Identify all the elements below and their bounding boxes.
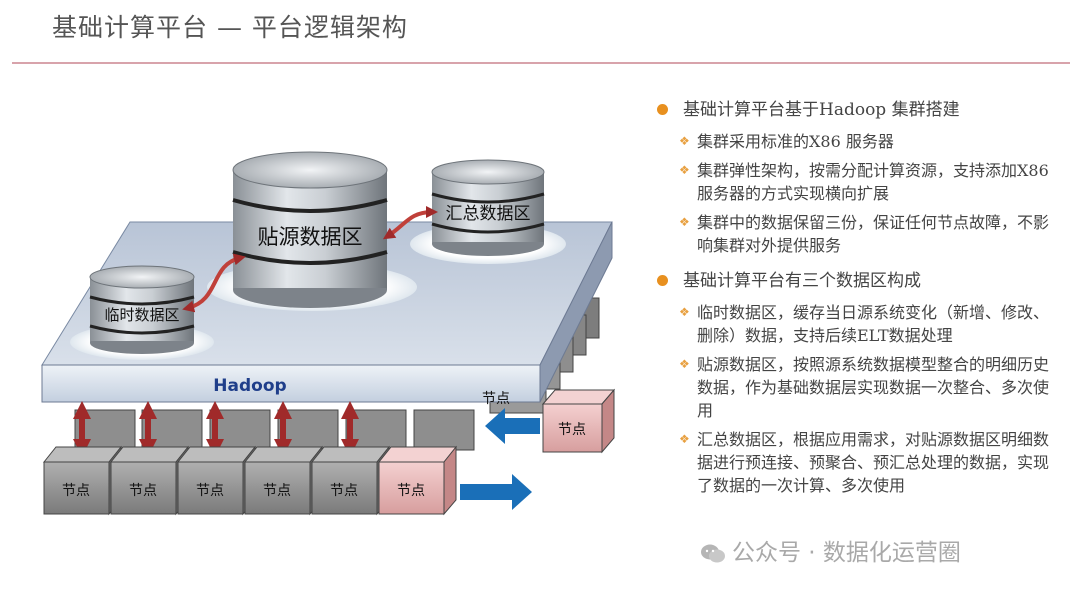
front-node-row: 节点 节点 节点 节点 节点 [42, 445, 458, 516]
bullet-zones: 基础计算平台有三个数据区构成 [655, 269, 1050, 293]
node-box-highlight: 节点 [377, 445, 458, 516]
diamond-bullet-icon: ❖ [679, 432, 690, 446]
bullet-cluster: 基础计算平台基于Hadoop 集群搭建 [655, 98, 1050, 122]
diamond-bullet-icon: ❖ [679, 215, 690, 229]
title-divider [12, 62, 1070, 64]
sub-bullet: ❖ 集群采用标准的X86 服务器 [679, 132, 894, 151]
bullet-dot-icon [657, 104, 668, 115]
watermark: 公众号 · 数据化运营圈 [700, 533, 961, 567]
temp-zone-label: 临时数据区 [104, 306, 179, 324]
temp-data-zone-db: 临时数据区 [89, 265, 195, 354]
source-to-summary-arrow [382, 206, 438, 240]
platform-label: Hadoop [213, 376, 286, 396]
temp-to-source-arrow [182, 253, 246, 313]
source-zone-label: 贴源数据区 [258, 225, 363, 249]
summary-data-zone-db: 汇总数据区 [431, 159, 545, 256]
summary-zone-label: 汇总数据区 [446, 204, 531, 224]
diamond-bullet-icon: ❖ [679, 357, 690, 371]
sub-bullet: ❖ 集群弹性架构，按需分配计算资源，支持添加X86服务器的方式实现横向扩展 [679, 161, 1049, 203]
node-box: 节点 [109, 445, 190, 516]
svg-text:节点: 节点 [62, 483, 90, 499]
architecture-diagram: Hadoop 贴源数据区 汇总数据区 临时数据区 [41, 151, 616, 516]
sub-bullet: ❖ 集群中的数据保留三份，保证任何节点故障，不影响集群对外提供服务 [679, 213, 1050, 255]
wechat-icon [701, 544, 725, 562]
sub-bullet: ❖ 贴源数据区，按照源系统数据模型整合的明细历史数据，作为基础数据层实现数据一次… [679, 355, 1050, 420]
node-box: 节点 [310, 445, 391, 516]
node-box: 节点 [176, 445, 257, 516]
diamond-bullet-icon: ❖ [679, 305, 690, 319]
node-box: 节点 [243, 445, 324, 516]
svg-text:节点: 节点 [196, 483, 224, 499]
svg-text:节点: 节点 [129, 483, 157, 499]
svg-text:节点: 节点 [482, 391, 510, 407]
scale-out-arrows [460, 408, 540, 510]
sub-bullet: ❖ 汇总数据区，根据应用需求，对贴源数据区明细数据进行预连接、预聚合、预汇总处理… [679, 430, 1050, 495]
node-box-highlight: 节点 [541, 388, 616, 454]
node-box: 节点 [482, 391, 510, 407]
description-list: 基础计算平台基于Hadoop 集群搭建 ❖ 集群采用标准的X86 服务器 ❖ 集… [655, 98, 1050, 503]
diamond-bullet-icon: ❖ [679, 134, 690, 148]
svg-text:节点: 节点 [263, 483, 291, 499]
source-data-zone-db: 贴源数据区 [232, 151, 388, 308]
diamond-bullet-icon: ❖ [679, 163, 690, 177]
node-box: 节点 [42, 445, 123, 516]
page-title: 基础计算平台 — 平台逻辑架构 [52, 13, 408, 42]
sub-bullet: ❖ 临时数据区，缓存当日源系统变化（新增、修改、删除）数据，支持后续ELT数据处… [679, 303, 1050, 345]
svg-text:节点: 节点 [558, 422, 586, 438]
bullet-dot-icon [657, 275, 668, 286]
svg-text:节点: 节点 [397, 483, 425, 499]
svg-text:节点: 节点 [330, 483, 358, 499]
middle-node-row [74, 409, 475, 451]
platform-node-arrows [73, 401, 359, 457]
